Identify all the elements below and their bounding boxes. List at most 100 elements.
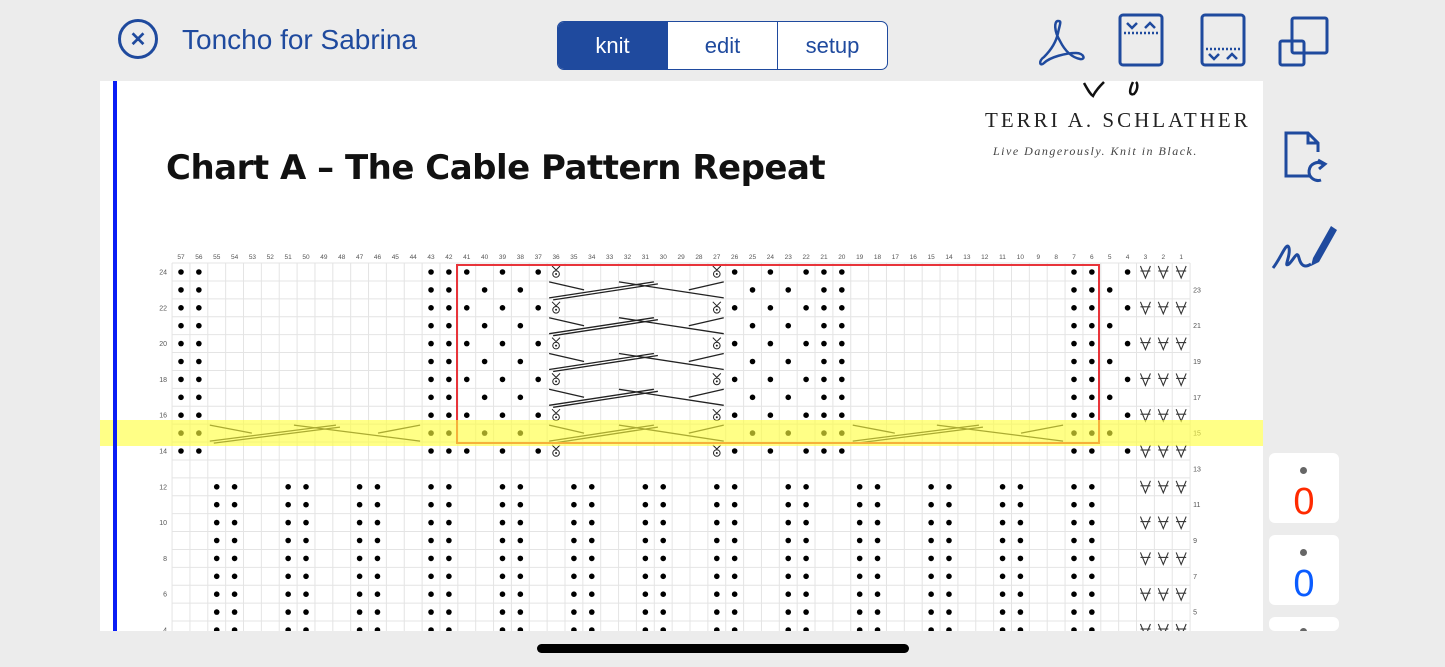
purl-stitch-mark	[803, 376, 809, 383]
current-row-highlight	[100, 420, 1263, 446]
purl-stitch-mark	[499, 501, 506, 508]
twisted-stitch-dot	[715, 344, 718, 347]
purl-stitch-mark	[856, 484, 863, 490]
purl-stitch-mark	[213, 573, 220, 580]
column-number-label: 6	[1090, 254, 1094, 261]
purl-stitch-mark	[231, 501, 238, 508]
slip-stitch-mark	[1139, 516, 1151, 531]
slip-stitch-v	[1139, 623, 1151, 631]
twisted-stitch-loop	[552, 270, 560, 278]
slip-stitch-mark	[1139, 480, 1151, 495]
purl-stitch-mark	[803, 305, 809, 311]
purl-stitch-mark	[571, 591, 577, 597]
purl-stitch-mark	[303, 484, 309, 490]
column-number-label: 20	[838, 254, 846, 261]
tab-knit[interactable]: knit	[558, 22, 667, 69]
cable-line	[688, 281, 724, 291]
purl-stitch-mark	[571, 519, 577, 526]
purl-stitch-mark	[749, 358, 756, 365]
row-counter-1[interactable]: 0	[1269, 453, 1339, 523]
twisted-stitch-stroke	[712, 337, 722, 343]
purl-stitch-mark	[178, 358, 184, 365]
purl-stitch-mark	[785, 609, 792, 615]
row-counter-3[interactable]	[1269, 617, 1339, 631]
slip-stitch-mark	[1157, 480, 1169, 495]
purl-stitch-mark	[928, 627, 934, 631]
purl-stitch-mark	[428, 573, 434, 580]
purl-stitch-mark	[213, 627, 220, 631]
purl-stitch-mark	[303, 555, 309, 562]
purl-stitch-mark	[446, 269, 452, 275]
purl-stitch-mark	[874, 627, 881, 631]
purl-stitch-mark	[231, 519, 238, 526]
twisted-stitch-loop	[713, 377, 721, 386]
twisted-stitch-dot	[555, 308, 558, 311]
purl-stitch-mark	[428, 591, 434, 597]
close-icon: ✕	[129, 28, 147, 51]
purl-stitch-mark	[1089, 573, 1095, 580]
signature-pen-icon[interactable]	[1271, 218, 1337, 274]
purl-stitch-mark	[285, 627, 291, 631]
purl-stitch-mark	[660, 555, 667, 562]
purl-stitch-mark	[535, 269, 541, 275]
file-refresh-icon[interactable]	[1283, 130, 1329, 186]
purl-stitch-mark	[481, 358, 488, 365]
column-number-label: 11	[999, 254, 1006, 261]
purl-stitch-mark	[714, 555, 720, 562]
purl-stitch-mark	[785, 519, 792, 526]
scroll-bottom-icon[interactable]	[1200, 13, 1246, 67]
purl-stitch-mark	[428, 269, 434, 275]
purl-stitch-mark	[821, 287, 827, 293]
purl-stitch-mark	[1071, 448, 1077, 454]
column-number-label: 12	[981, 254, 989, 261]
purl-stitch-mark	[660, 501, 667, 508]
purl-stitch-mark	[714, 537, 720, 544]
purl-stitch-mark	[749, 287, 756, 293]
purl-stitch-mark	[928, 501, 934, 508]
purl-stitch-mark	[1089, 609, 1095, 615]
purl-stitch-mark	[731, 609, 738, 615]
pdf-icon[interactable]	[1036, 17, 1086, 67]
slip-stitch-mark	[1157, 587, 1169, 602]
purl-stitch-mark	[803, 555, 809, 562]
column-number-label: 47	[356, 254, 364, 261]
scroll-top-icon[interactable]	[1118, 13, 1164, 67]
slip-stitch-mark	[1175, 265, 1187, 280]
purl-stitch-mark	[714, 591, 720, 597]
window-resize-icon[interactable]	[1278, 15, 1330, 67]
purl-stitch-mark	[803, 269, 809, 275]
purl-stitch-mark	[1089, 537, 1095, 544]
twisted-stitch-loop	[552, 449, 560, 457]
row-counter-2[interactable]: 0	[1269, 535, 1339, 605]
purl-stitch-mark	[463, 305, 470, 311]
purl-stitch-mark	[463, 340, 470, 347]
purl-stitch-mark	[446, 591, 452, 597]
purl-stitch-mark	[588, 484, 595, 490]
purl-stitch-mark	[213, 609, 220, 615]
purl-stitch-mark	[803, 412, 809, 419]
slip-stitch-mark	[1139, 587, 1151, 602]
close-button[interactable]: ✕	[118, 19, 158, 59]
purl-stitch-mark	[999, 555, 1006, 562]
purl-stitch-mark	[1089, 484, 1095, 490]
purl-stitch-mark	[356, 627, 363, 631]
tab-edit[interactable]: edit	[667, 22, 777, 69]
purl-stitch-mark	[1089, 448, 1095, 454]
purl-stitch-mark	[517, 573, 524, 580]
purl-stitch-mark	[1124, 305, 1131, 311]
purl-stitch-mark	[714, 519, 720, 526]
current-row-marker[interactable]	[113, 81, 117, 631]
tab-setup[interactable]: setup	[777, 22, 887, 69]
home-indicator[interactable]	[537, 644, 909, 653]
purl-stitch-mark	[1071, 287, 1077, 293]
purl-stitch-mark	[928, 519, 934, 526]
purl-stitch-mark	[178, 322, 184, 329]
purl-stitch-mark	[1071, 412, 1077, 419]
purl-stitch-mark	[517, 484, 524, 490]
purl-stitch-mark	[928, 573, 934, 580]
purl-stitch-mark	[999, 591, 1006, 597]
purl-stitch-mark	[499, 555, 506, 562]
column-number-label: 50	[302, 254, 310, 261]
